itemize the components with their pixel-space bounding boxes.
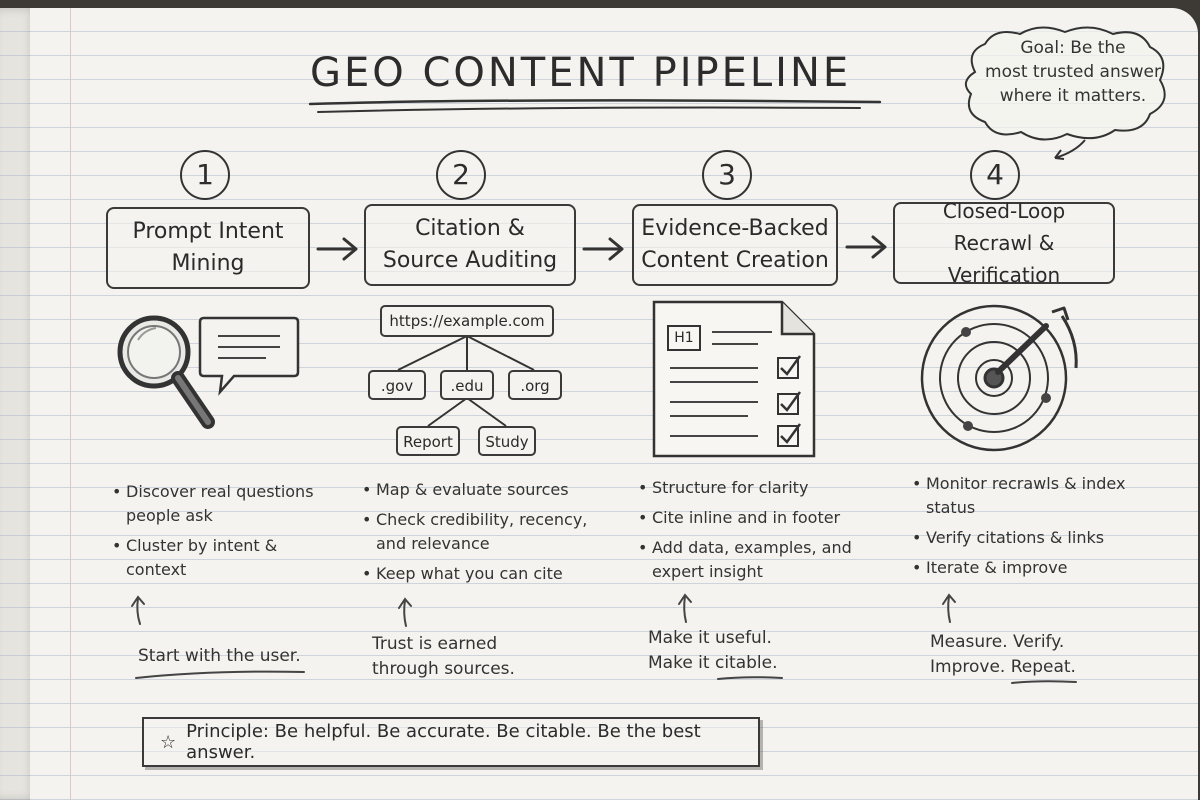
up-arrow-icon [131, 595, 145, 625]
magnifier-icon [117, 315, 215, 429]
stage-3-number: 3 [702, 150, 752, 200]
right-arrow-icon [845, 235, 887, 259]
stage-3-tagline: Make it useful. Make it citable. [648, 626, 778, 676]
stage-4-box: Closed-Loop Recrawl & Verification [893, 199, 1115, 287]
tagline-underline [1011, 680, 1077, 684]
stage-2-title-line-2: Source Auditing [382, 248, 558, 273]
right-arrow-icon [316, 237, 358, 261]
stage-1-number: 1 [180, 150, 230, 200]
stage-3-tagline-line-1: Make it useful. [648, 628, 772, 648]
stage-4-number: 4 [970, 150, 1020, 200]
list-item: Check credibility, recency, and relevanc… [362, 508, 592, 556]
goal-line-3: where it matters. [999, 86, 1147, 106]
speech-bubble-icon [198, 316, 300, 396]
stage-4-title-line-2: Recrawl & Verification [947, 231, 1061, 287]
stage-2-tagline-line-2: through sources. [372, 659, 515, 679]
stage-2-number: 2 [436, 150, 486, 200]
tagline-underline [135, 670, 305, 679]
source-domain-gov: .gov [368, 370, 426, 400]
up-arrow-icon [942, 593, 956, 623]
up-arrow-icon [678, 593, 692, 623]
stage-3-box: Evidence-Backed Content Creation [632, 204, 838, 286]
goal-note: Goal: Be the most trusted answer where i… [978, 36, 1168, 108]
source-root-node: https://example.com [380, 305, 554, 337]
notebook-page [30, 8, 1198, 800]
page-title: GEO CONTENT PIPELINE [310, 50, 852, 96]
list-item: Structure for clarity [638, 476, 858, 500]
stage-3-tagline-line-2: Make it citable. [648, 653, 778, 673]
principle-box: ☆ Principle: Be helpful. Be accurate. Be… [142, 717, 760, 767]
source-leaf-study: Study [478, 426, 536, 456]
stage-2-title-line-1: Citation & [415, 216, 525, 241]
stage-4-tagline-line-2: Improve. Repeat. [930, 657, 1076, 677]
doc-heading-label: H1 [674, 330, 694, 346]
stage-1-tagline-line-1: Start with the user. [138, 646, 301, 666]
margin-line [70, 8, 71, 800]
stage-2-tagline: Trust is earned through sources. [372, 632, 515, 682]
list-item: Iterate & improve [912, 556, 1132, 580]
title-underline [308, 99, 882, 113]
star-icon: ☆ [160, 731, 177, 753]
stage-3-title-line-2: Content Creation [641, 248, 829, 273]
stage-4-tagline: Measure. Verify. Improve. Repeat. [930, 630, 1076, 680]
stage-1-title-line-2: Mining [171, 251, 245, 276]
list-item: Cluster by intent & context [112, 534, 322, 582]
source-tree-lines [397, 335, 535, 427]
stage-1-title-line-1: Prompt Intent [132, 219, 284, 244]
stage-2-tagline-line-1: Trust is earned [372, 634, 498, 654]
stage-4-tagline-line-1: Measure. Verify. [930, 632, 1065, 652]
list-item: Keep what you can cite [362, 562, 592, 586]
stage-1-tagline: Start with the user. [138, 644, 301, 669]
goal-line-2: most trusted answer [985, 62, 1161, 82]
list-item: Map & evaluate sources [362, 478, 592, 502]
up-arrow-icon [398, 597, 412, 627]
list-item: Cite inline and in footer [638, 506, 858, 530]
stage-4-title-line-1: Closed-Loop [942, 199, 1066, 223]
stage-1-box: Prompt Intent Mining [106, 207, 310, 289]
stage-3-title-line-1: Evidence-Backed [641, 216, 829, 241]
stage-2-bullets: Map & evaluate sources Check credibility… [362, 478, 592, 592]
source-domain-edu: .edu [440, 370, 494, 400]
stage-3-bullets: Structure for clarity Cite inline and in… [638, 476, 858, 590]
document-checklist-icon [652, 300, 816, 458]
list-item: Add data, examples, and expert insight [638, 536, 858, 584]
goal-line-1: Goal: Be the [1020, 38, 1126, 58]
right-arrow-icon [582, 237, 624, 261]
list-item: Monitor recrawls & index status [912, 472, 1132, 520]
stage-2-box: Citation & Source Auditing [364, 204, 576, 286]
radar-target-icon [920, 304, 1078, 452]
stage-1-bullets: Discover real questions people ask Clust… [112, 480, 322, 588]
principle-text: Principle: Be helpful. Be accurate. Be c… [186, 721, 701, 763]
tagline-underline [717, 676, 783, 680]
stage-4-bullets: Monitor recrawls & index status Verify c… [912, 472, 1132, 586]
goal-cloud [964, 26, 1166, 160]
list-item: Discover real questions people ask [112, 480, 322, 528]
source-leaf-report: Report [396, 426, 460, 456]
list-item: Verify citations & links [912, 526, 1132, 550]
source-domain-org: .org [508, 370, 562, 400]
